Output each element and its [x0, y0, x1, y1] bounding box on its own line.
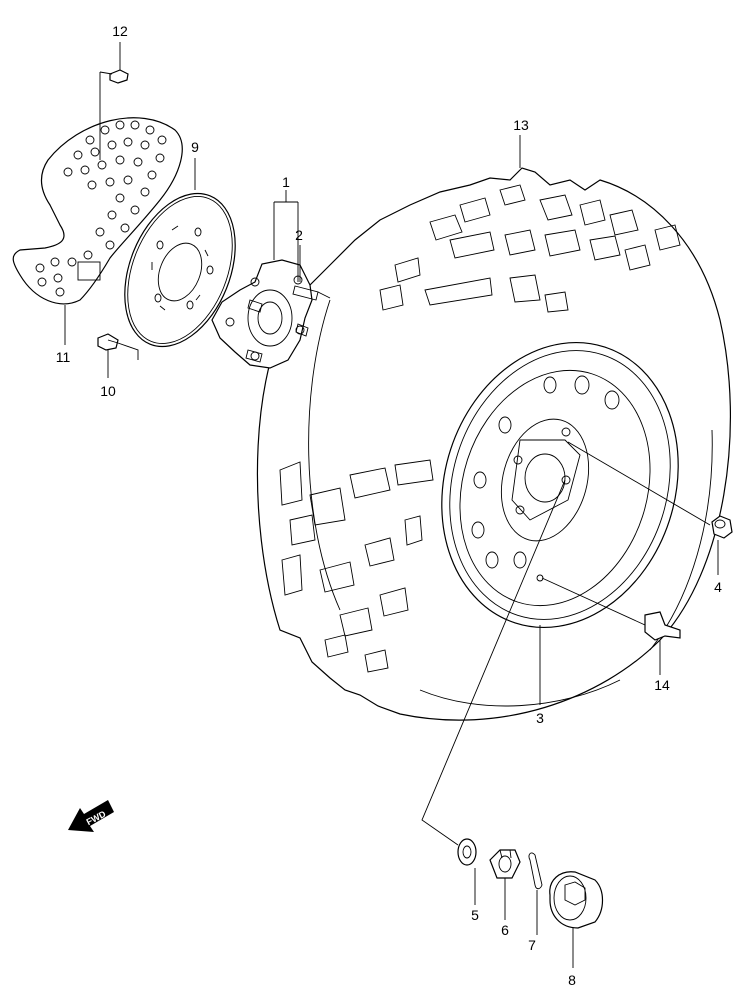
fwd-arrow: FWD: [68, 800, 114, 832]
callout-12: 12: [112, 23, 128, 39]
callout-7: 7: [528, 937, 536, 953]
bolt-10: [97, 333, 119, 351]
hub-studs: [245, 285, 319, 363]
cotter-pin: [528, 852, 543, 890]
washer: [457, 838, 477, 866]
callouts: 1 2 3 4 5 6 7 8 9 10 11 12 13 14: [56, 23, 722, 988]
wheel-hub: [211, 259, 319, 369]
callout-13: 13: [513, 117, 529, 133]
bolt-12: [109, 69, 129, 84]
callout-14: 14: [654, 677, 670, 693]
callout-8: 8: [568, 972, 576, 988]
callout-3: 3: [536, 710, 544, 726]
disc-guard: [12, 117, 183, 305]
callout-10: 10: [100, 383, 116, 399]
callout-2: 2: [295, 227, 303, 243]
tire: [256, 167, 731, 721]
callout-6: 6: [501, 922, 509, 938]
hub-cap: [549, 871, 604, 929]
leader-lines: [64, 42, 719, 968]
tire-valve: [644, 611, 681, 641]
brake-disc: [124, 192, 236, 348]
callout-11: 11: [56, 349, 71, 365]
callout-9: 9: [191, 139, 199, 155]
callout-5: 5: [471, 907, 479, 923]
callout-1: 1: [282, 174, 290, 190]
wheel-nut: [711, 515, 733, 539]
callout-4: 4: [714, 579, 722, 595]
castle-nut: [489, 849, 521, 879]
